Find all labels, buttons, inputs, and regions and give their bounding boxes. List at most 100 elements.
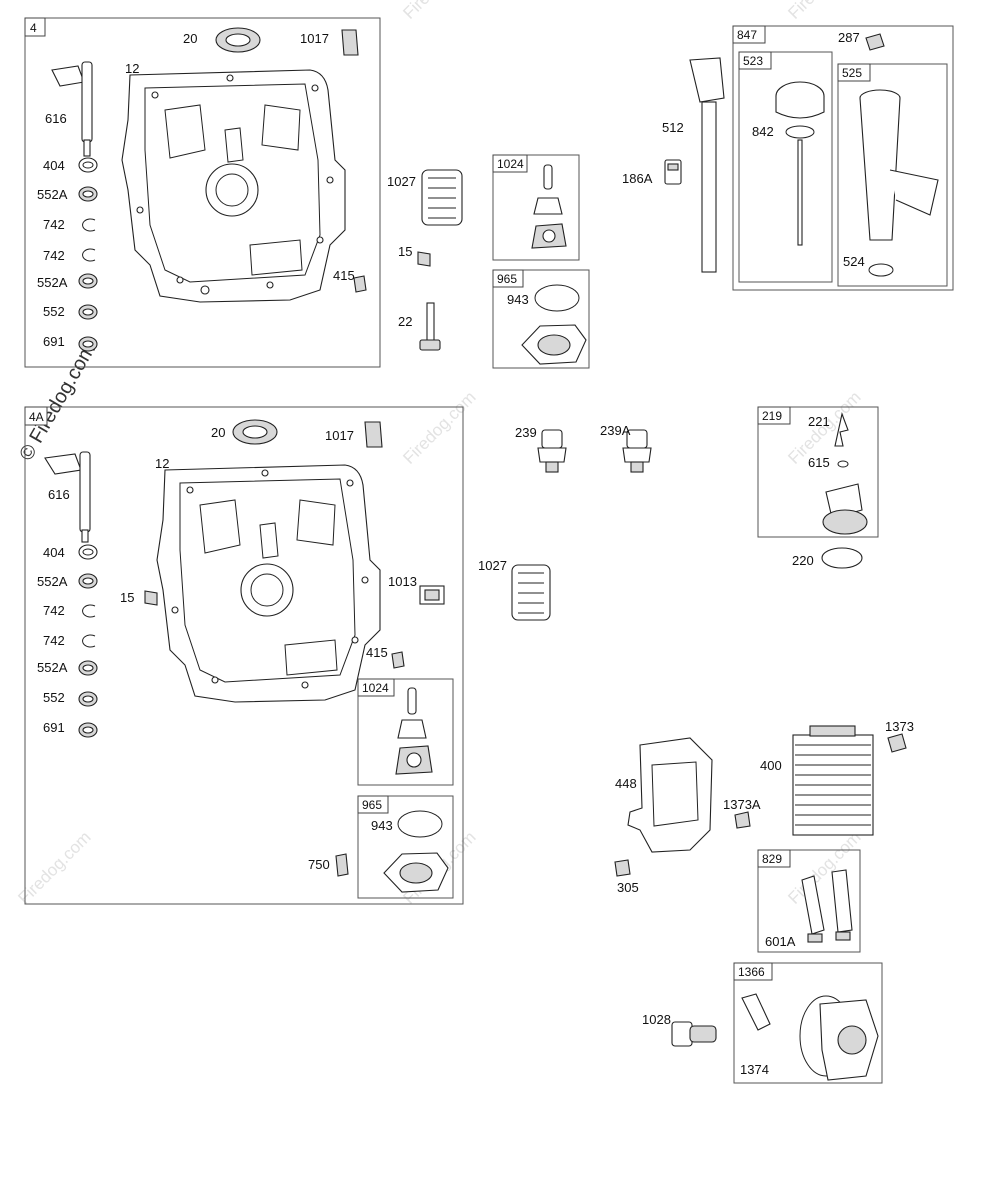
part-label: 400 xyxy=(760,758,782,773)
part-label: 239 xyxy=(515,425,537,440)
part-label: 616 xyxy=(45,111,67,126)
panel-tag-box xyxy=(738,51,772,70)
part-label: 1027 xyxy=(387,174,416,189)
panel-tag-box xyxy=(492,269,524,288)
part-label: 552 xyxy=(43,690,65,705)
panel-847: 847 287 523 842 525 524 xyxy=(732,25,954,291)
part-label: 12 xyxy=(155,456,169,471)
part-label: 616 xyxy=(48,487,70,502)
part-label: 742 xyxy=(43,633,65,648)
pressure-switch-illustration xyxy=(622,429,652,473)
screw-illustration xyxy=(353,275,367,293)
part-label: 1373 xyxy=(885,719,914,734)
governor-shaft-illustration xyxy=(51,61,93,157)
screw-illustration xyxy=(865,33,885,51)
panel-tag: 219 xyxy=(762,409,782,423)
part-label: 691 xyxy=(43,334,65,349)
panel-tag-box xyxy=(732,25,766,44)
panel-tag: 1024 xyxy=(497,157,524,171)
part-label: 404 xyxy=(43,158,65,173)
panel-tag-box xyxy=(733,962,773,981)
loose-parts-upper: 1027 15 22 xyxy=(387,169,463,351)
part-label: 552A xyxy=(37,187,68,202)
screw-illustration xyxy=(614,859,631,877)
part-label: 239A xyxy=(600,423,631,438)
part-label: 305 xyxy=(617,880,639,895)
part-label: 1017 xyxy=(300,31,329,46)
panel-tag: 965 xyxy=(362,798,382,812)
crankcase-cover-illustration xyxy=(121,69,346,303)
part-label: 15 xyxy=(120,590,134,605)
cam-disc-illustration xyxy=(821,547,863,569)
washer-column xyxy=(78,157,98,352)
panel-frame xyxy=(357,678,454,786)
part-label: 750 xyxy=(308,857,330,872)
fitting-illustration xyxy=(664,159,682,185)
screw-illustration xyxy=(734,811,751,829)
panel-tag: 847 xyxy=(737,28,757,42)
part-label: 15 xyxy=(398,244,412,259)
part-label: 287 xyxy=(838,30,860,45)
panel-tag-box xyxy=(24,406,48,426)
panel-tag-box xyxy=(24,17,46,37)
clip-illustration xyxy=(364,421,383,448)
panel-965-upper: 965 943 xyxy=(492,269,590,369)
watermark-text: Firedog.com xyxy=(784,828,864,908)
washer-column xyxy=(78,544,98,738)
plug-illustration xyxy=(144,590,158,606)
panel-tag-box xyxy=(757,406,791,425)
part-label: 1028 xyxy=(642,1012,671,1027)
bolt-illustration xyxy=(419,302,441,351)
part-label: 404 xyxy=(43,545,65,560)
part-label: 20 xyxy=(183,31,197,46)
watermark-side-text: © Firedog.com xyxy=(15,340,100,465)
part-label: 742 xyxy=(43,603,65,618)
panel-frame xyxy=(733,962,883,1084)
oil-pump-illustration xyxy=(531,164,567,249)
part-label: 448 xyxy=(615,776,637,791)
part-label: 615 xyxy=(808,455,830,470)
panel-tag-box xyxy=(757,849,791,868)
dipstick-tube-illustration xyxy=(689,57,725,273)
oil-seal-illustration xyxy=(232,419,278,445)
panel-tag: 4A xyxy=(29,410,44,424)
screw-illustration xyxy=(391,651,405,669)
part-label: 552A xyxy=(37,275,68,290)
part-label: 22 xyxy=(398,314,412,329)
panel-frame xyxy=(24,17,381,368)
panel-tag: 829 xyxy=(762,852,782,866)
pump-cover-illustration xyxy=(521,324,587,365)
panel-4: 4 20 1017 12 xyxy=(24,17,381,368)
panel-frame xyxy=(738,51,833,283)
panel-frame xyxy=(732,25,954,291)
watermark-text: Firedog.com xyxy=(14,828,94,908)
part-label: 220 xyxy=(792,553,814,568)
panel-1024-upper: 1024 xyxy=(492,154,580,261)
dipstick-illustration xyxy=(775,81,825,246)
governor-illustration xyxy=(822,412,868,535)
oil-cooler-group: 400 1373 448 1373A 305 829 601A 1366 xyxy=(614,719,914,1084)
o-ring-illustration xyxy=(397,810,443,838)
panel-4a: 4A 20 1017 12 616 xyxy=(24,406,464,905)
governor-shaft-illustration xyxy=(44,451,91,543)
panel-tag-box xyxy=(492,154,528,173)
panel-tag-box xyxy=(357,678,395,697)
pressure-switch-illustration xyxy=(537,429,567,473)
part-label: 943 xyxy=(371,818,393,833)
part-label: 842 xyxy=(752,124,774,139)
panel-frame xyxy=(757,849,861,953)
part-label: 1027 xyxy=(478,558,507,573)
dipstick-tube-group: 512 186A xyxy=(622,57,725,273)
panel-tag: 525 xyxy=(842,66,862,80)
part-label: 691 xyxy=(43,720,65,735)
part-label: 12 xyxy=(125,61,139,76)
part-label: 512 xyxy=(662,120,684,135)
part-label: 601A xyxy=(765,934,796,949)
watermark-text: Firedog.com xyxy=(399,388,479,468)
panel-tag: 1024 xyxy=(362,681,389,695)
panel-tag-box xyxy=(837,63,871,82)
part-label: 415 xyxy=(333,268,355,283)
part-label: 186A xyxy=(622,171,653,186)
part-label: 524 xyxy=(843,254,865,269)
